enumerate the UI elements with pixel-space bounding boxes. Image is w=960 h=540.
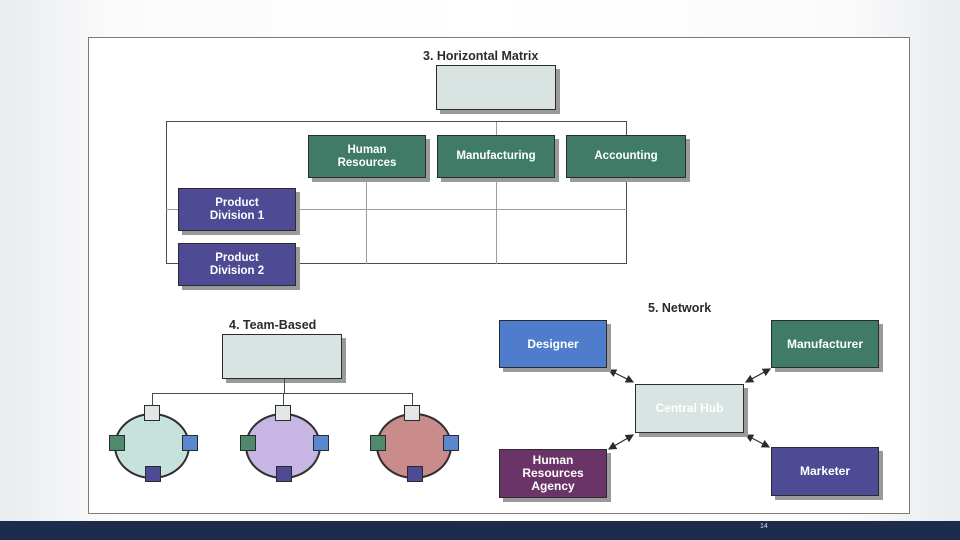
org-structure-figure: 3. Horizontal Matrix Human Resources Man… — [88, 37, 910, 514]
team-drop-line-3 — [412, 393, 413, 405]
network-heading: 5. Network — [648, 301, 712, 315]
function-box-accounting: Accounting — [566, 135, 686, 178]
arrow-marketer-hub — [744, 434, 771, 448]
division-box-product-division-1: Product Division 1 — [178, 188, 296, 231]
team-1-bottom-square — [145, 466, 161, 482]
function-box-human-resources: Human Resources — [308, 135, 426, 178]
team-based-top-box — [222, 334, 342, 379]
matrix-col-line-2 — [496, 122, 497, 264]
team-2-right-square — [313, 435, 329, 451]
team-drop-line-2 — [283, 393, 284, 405]
division-box-product-division-2: Product Division 2 — [178, 243, 296, 286]
team-3-top-square — [404, 405, 420, 421]
team-3-left-square — [370, 435, 386, 451]
team-2-left-square — [240, 435, 256, 451]
team-1-left-square — [109, 435, 125, 451]
team-2-top-square — [275, 405, 291, 421]
network-node-manufacturer: Manufacturer — [771, 320, 879, 368]
matrix-col-line-1 — [366, 178, 367, 264]
matrix-bottom-line — [166, 263, 627, 264]
team-stem-line — [284, 379, 285, 393]
network-node-designer: Designer — [499, 320, 607, 368]
horizontal-matrix-heading: 3. Horizontal Matrix — [423, 49, 539, 63]
team-3-right-square — [443, 435, 459, 451]
matrix-middle-line — [166, 209, 627, 210]
network-central-hub: Central Hub — [635, 384, 744, 433]
matrix-left-line — [166, 121, 167, 264]
team-1-top-square — [144, 405, 160, 421]
team-3-bottom-square — [407, 466, 423, 482]
team-drop-line-1 — [152, 393, 153, 405]
matrix-top-line — [166, 121, 627, 122]
team-1-right-square — [182, 435, 198, 451]
team-based-heading: 4. Team-Based — [229, 318, 317, 332]
page-number: 14 — [760, 523, 768, 530]
matrix-right-line — [626, 121, 627, 264]
bottom-bar: 14 — [0, 521, 960, 540]
team-2-bottom-square — [276, 466, 292, 482]
team-branch-line — [152, 393, 412, 394]
arrow-hr-agency-hub — [607, 434, 635, 450]
network-node-hr-agency: Human Resources Agency — [499, 449, 607, 498]
network-node-marketer: Marketer — [771, 447, 879, 496]
arrow-manufacturer-hub — [744, 368, 772, 383]
network-arrows — [607, 368, 772, 450]
function-box-manufacturing: Manufacturing — [437, 135, 555, 178]
horizontal-matrix-top-box — [436, 65, 556, 110]
arrow-designer-hub — [607, 369, 635, 383]
